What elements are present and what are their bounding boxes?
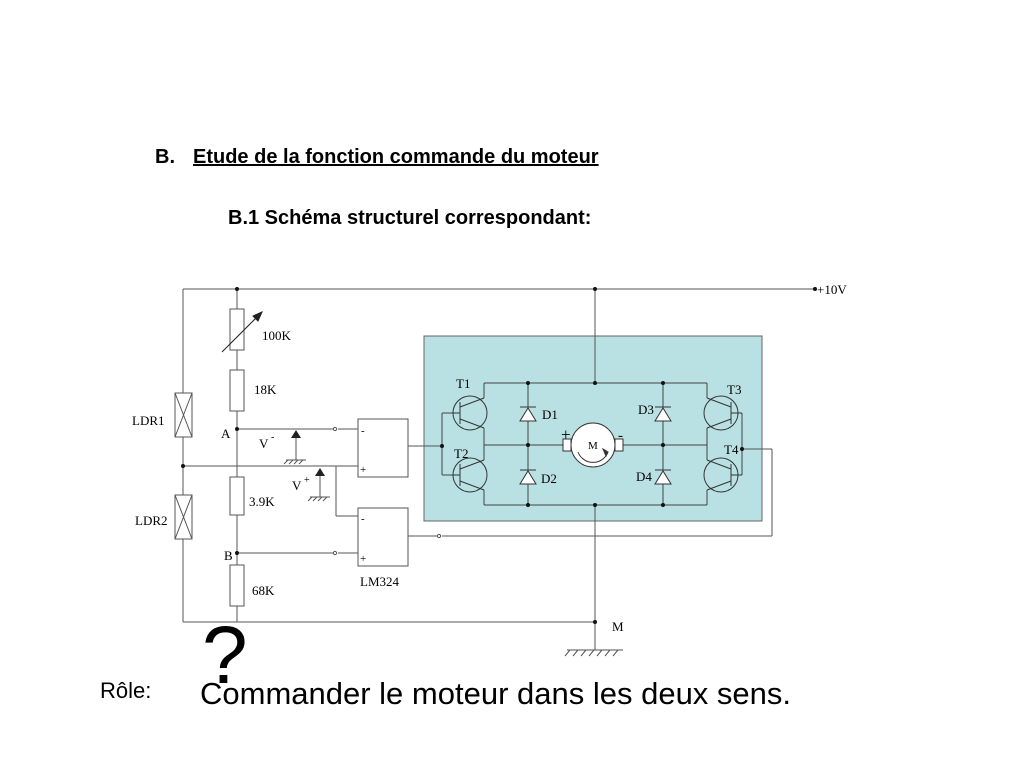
role-answer: Commander le moteur dans les deux sens. bbox=[200, 676, 792, 711]
t1-label: T1 bbox=[456, 376, 470, 391]
transistor-t1 bbox=[452, 395, 488, 431]
transistor-t4 bbox=[703, 457, 742, 493]
opamp-2 bbox=[357, 507, 409, 567]
t2-label: T2 bbox=[454, 446, 468, 461]
junction-dots bbox=[181, 287, 817, 624]
ldr1-label: LDR1 bbox=[132, 413, 165, 428]
vref-arrows bbox=[291, 430, 325, 476]
resistor-3-9k bbox=[229, 476, 245, 516]
vminus-sup: - bbox=[271, 432, 274, 443]
pot-label: 100K bbox=[262, 328, 292, 343]
vplus-sup: + bbox=[304, 475, 310, 486]
diode-d4 bbox=[654, 469, 672, 485]
vplus-label: V bbox=[292, 478, 302, 493]
opamp1-minus: - bbox=[361, 425, 365, 437]
motor-symbol bbox=[562, 422, 624, 468]
motor-minus: - bbox=[618, 428, 623, 444]
diode-d3 bbox=[654, 406, 672, 422]
d3-label: D3 bbox=[638, 402, 654, 417]
opamp2-minus: - bbox=[361, 513, 365, 525]
r3-label: 68K bbox=[252, 583, 275, 598]
vminus-label: V bbox=[259, 436, 269, 451]
role-label: Rôle: bbox=[100, 678, 152, 703]
wiring bbox=[182, 288, 815, 650]
diode-d1 bbox=[519, 406, 537, 422]
ground-symbol-main bbox=[564, 649, 623, 657]
opamp2-plus: + bbox=[360, 553, 366, 565]
t3-label: T3 bbox=[727, 382, 741, 397]
ldr1-symbol bbox=[174, 392, 193, 438]
t4-label: T4 bbox=[724, 442, 739, 457]
transistor-t2 bbox=[452, 457, 488, 493]
section-letter: B. bbox=[155, 146, 175, 168]
ground-symbol-vminus bbox=[283, 459, 304, 465]
r2-label: 3.9K bbox=[249, 494, 275, 509]
diode-d2 bbox=[519, 469, 537, 485]
d2-label: D2 bbox=[541, 471, 557, 486]
opamp-label: LM324 bbox=[360, 574, 400, 589]
opamp1-plus: + bbox=[360, 464, 366, 476]
d4-label: D4 bbox=[636, 469, 652, 484]
potentiometer-arrow bbox=[221, 311, 263, 353]
ground-symbol-vplus bbox=[307, 496, 328, 502]
supply-label: +10V bbox=[817, 282, 847, 297]
ldr2-label: LDR2 bbox=[135, 513, 168, 528]
opamp-1 bbox=[357, 418, 409, 478]
section-title: Etude de la fonction commande du moteur bbox=[193, 146, 599, 168]
resistor-18k bbox=[229, 369, 245, 412]
r1-label: 18K bbox=[254, 382, 277, 397]
transistor-t3 bbox=[703, 395, 742, 431]
subsection-title: B.1 Schéma structurel correspondant: bbox=[228, 207, 592, 229]
open-terminals bbox=[332, 426, 442, 556]
node-a-label: A bbox=[221, 426, 231, 441]
motor-plus: + bbox=[561, 425, 571, 444]
ldr2-symbol bbox=[174, 494, 193, 540]
node-b-label: B bbox=[224, 548, 233, 563]
resistor-68k bbox=[229, 564, 245, 607]
ground-label: M bbox=[612, 619, 624, 634]
d1-label: D1 bbox=[542, 407, 558, 422]
question-mark: ? bbox=[202, 610, 248, 701]
potentiometer-100k bbox=[229, 308, 245, 351]
motor-label: M bbox=[588, 440, 598, 452]
